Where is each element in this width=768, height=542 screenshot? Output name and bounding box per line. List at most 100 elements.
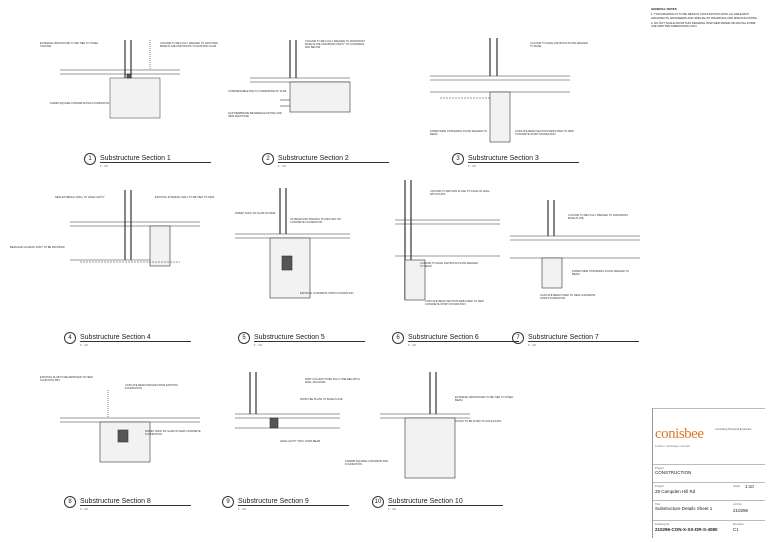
- detail-title-5: 5 Substructure Section 5 1 : 10: [238, 332, 365, 347]
- general-note-item: 1. THIS DRAWING IS TO BE READ IN CONJUNC…: [651, 12, 758, 20]
- detail-number: 1: [84, 153, 96, 165]
- detail-number: 3: [452, 153, 464, 165]
- detail-title-3: 3 Substructure Section 3 1 : 10: [452, 153, 579, 168]
- job-value: 210296: [733, 508, 749, 513]
- note-d10-c: 1000mm SQUARE CONCRETE PAD FOUNDATION: [345, 460, 388, 466]
- note-d1-b: COLUMN TO BE FULLY WELDED TO GROUTED BAS…: [160, 42, 218, 48]
- detail-title-4: 4 Substructure Section 4 1 : 10: [64, 332, 191, 347]
- detail-title-10: 10 Substructure Section 10 1 : 10: [372, 496, 503, 511]
- title-block: conisbee Consulting Structural Engineers…: [652, 408, 765, 538]
- detail-scale: 1 : 10: [388, 507, 396, 511]
- note-d1-c: 100mm SQUARE CONCRETE PAD FOUNDATION: [50, 102, 110, 105]
- address-label: Project: [655, 484, 664, 488]
- revision-value: C1: [733, 527, 739, 532]
- note-d9-b: 50x50 TEE PLATE TO BASE PLATE: [300, 398, 343, 401]
- detail-number: 2: [262, 153, 274, 165]
- note-d4-a: NEW EXTERNAL WALL TO HAVE CAVITY: [55, 196, 105, 199]
- note-d6-a: COLUMN TO RETURN FLUSH TO FACE OF WALL W…: [430, 190, 490, 196]
- note-d7-b: 100mm WIDE STIFFENING PLATE WELDED TO BE…: [572, 270, 630, 276]
- detail-title-text: Substructure Section 10: [388, 498, 503, 506]
- detail-title-8: 8 Substructure Section 8 1 : 10: [64, 496, 191, 511]
- detail-scale: 1 : 10: [528, 343, 536, 347]
- drawing-no-label: Drawing No: [655, 522, 670, 526]
- detail-2-drawing: [250, 40, 351, 113]
- note-d4-b: EXISTING INTERNAL WALL TO BE TIED TO NEW: [155, 196, 215, 199]
- note-d5-a: UC BEAM AND SPACING PLATES SET ON CONCRE…: [290, 218, 341, 224]
- detail-title-text: Substructure Section 9: [238, 498, 349, 506]
- company-tagline: Consulting Structural Engineers: [715, 428, 752, 431]
- general-notes-heading: GENERAL NOTES: [651, 7, 677, 11]
- drawing-title-label: Title: [655, 502, 661, 506]
- detail-title-text: Substructure Section 3: [468, 155, 579, 163]
- job-label: Job No: [733, 502, 742, 506]
- detail-scale: 1 : 10: [100, 164, 108, 168]
- detail-title-7: 7 Substructure Section 7 1 : 10: [512, 332, 639, 347]
- detail-title-text: Substructure Section 2: [278, 155, 389, 163]
- detail-title-1: 1 Substructure Section 1 1 : 10: [84, 153, 211, 168]
- detail-7-drawing: [510, 200, 640, 289]
- detail-scale: 1 : 10: [80, 507, 88, 511]
- detail-1-drawing: [60, 40, 180, 119]
- detail-title-6: 6 Substructure Section 6 1 : 10: [392, 332, 519, 347]
- note-d3-a: COLUMN TO HAVE 100x50x10 PLATE WELDED TO…: [530, 42, 588, 48]
- address-value: 28 Campden Hill Rd: [655, 489, 696, 494]
- general-notes: GENERAL NOTES 1. THIS DRAWING IS TO BE R…: [651, 7, 761, 29]
- detail-number: 6: [392, 332, 404, 344]
- note-d8-a: EXISTING SLAB TO BE REMOVED TO NEW SLAB …: [40, 376, 93, 382]
- note-d4-c: BEAM AND ACCESS JOINT TO BE PROPPED: [10, 246, 65, 249]
- detail-number: 7: [512, 332, 524, 344]
- detail-3-drawing: [430, 38, 570, 143]
- detail-4-drawing: [70, 190, 200, 267]
- note-d9-c: HAVE CAVITY TRAY OVER BEAM: [280, 440, 321, 443]
- detail-title-9: 9 Substructure Section 9 1 : 10: [222, 496, 349, 511]
- detail-title-text: Substructure Section 8: [80, 498, 191, 506]
- note-d10-a: EXTERNAL BRICKWORK TO BE TIED TO STEEL B…: [455, 396, 514, 402]
- detail-number: 10: [372, 496, 384, 508]
- detail-number: 4: [64, 332, 76, 344]
- company-logo: conisbee: [655, 426, 704, 442]
- detail-number: 8: [64, 496, 76, 508]
- scale-label: Scale: [733, 484, 740, 488]
- note-d8-c: 200mm THICK RC SLAB ON NEW CONCRETE FOUN…: [145, 430, 201, 436]
- detail-6-drawing: [395, 180, 500, 301]
- note-d6-b: COLUMN TO HAVE 100x50x10 PLATE WELDED TO…: [420, 262, 478, 268]
- detail-scale: 1 : 10: [254, 343, 262, 347]
- detail-scale: 1 : 10: [408, 343, 416, 347]
- detail-number: 9: [222, 496, 234, 508]
- detail-8-drawing: [60, 390, 200, 463]
- revision-label: Revision: [733, 522, 744, 526]
- note-d7-c: UC/PLATE BEAM FIXED TO NEW CONCRETE STRI…: [540, 294, 596, 300]
- note-d7-a: COLUMN TO BE FULLY WELDED TO 200x200x15 …: [568, 214, 628, 220]
- note-d10-b: STUDS TO BE FIXED TO SOLE PLATE: [455, 420, 502, 423]
- general-note-item: 2. DO NOT SCALE FROM THIS DRAWING IN EIT…: [651, 20, 756, 29]
- detail-scale: 1 : 10: [278, 164, 286, 168]
- note-d6-c: UC/PLATE BEAM SECTION WEB FIXED TO NEW C…: [425, 300, 484, 306]
- detail-title-text: Substructure Section 4: [80, 334, 191, 342]
- note-d1-a: EXTERNAL BRICKWORK TO BE TIED TO STEEL C…: [40, 42, 99, 48]
- detail-title-text: Substructure Section 7: [528, 334, 639, 342]
- drawing-title-value: Substructure Details Sheet 1: [655, 506, 713, 511]
- note-d2-c: SLIP MEMBRANE BETWEEN EXISTING AND NEW P…: [228, 112, 282, 118]
- project-label: Project: [655, 466, 664, 470]
- company-offices: London / Cambridge / Norwich: [655, 445, 691, 448]
- detail-scale: 1 : 10: [80, 343, 88, 347]
- project-value: CONSTRUCTION: [655, 470, 692, 475]
- note-d5-c: EXISTING CONCRETE STRIP FOUNDATION: [300, 292, 354, 295]
- detail-title-text: Substructure Section 6: [408, 334, 519, 342]
- detail-5-drawing: [235, 188, 350, 299]
- note-d8-b: UC/PLATE BEAM SPACED FROM EXISTING FOUND…: [125, 384, 178, 390]
- detail-10-drawing: [380, 372, 470, 479]
- detail-number: 5: [238, 332, 250, 344]
- note-d2-a: COLUMN TO BE FULLY WELDED TO 200x200x15 …: [305, 40, 365, 49]
- drawing-no-value: 210296-CON-X-XX-DR-S-4080: [655, 527, 718, 532]
- detail-9-drawing: [235, 372, 340, 429]
- detail-scale: 1 : 10: [238, 507, 246, 511]
- note-d5-b: 200mm THICK RC SLAB ON NEW: [235, 212, 276, 215]
- note-d3-c: UC/PLATE BEAM SECTION WEB FIXED TO NEW C…: [515, 130, 574, 136]
- note-d3-b: 100mm WIDE STIFFENING PLATE WELDED TO BE…: [430, 130, 488, 136]
- detail-title-text: Substructure Section 1: [100, 155, 211, 163]
- detail-title-2: 2 Substructure Section 2 1 : 10: [262, 153, 389, 168]
- detail-title-text: Substructure Section 5: [254, 334, 365, 342]
